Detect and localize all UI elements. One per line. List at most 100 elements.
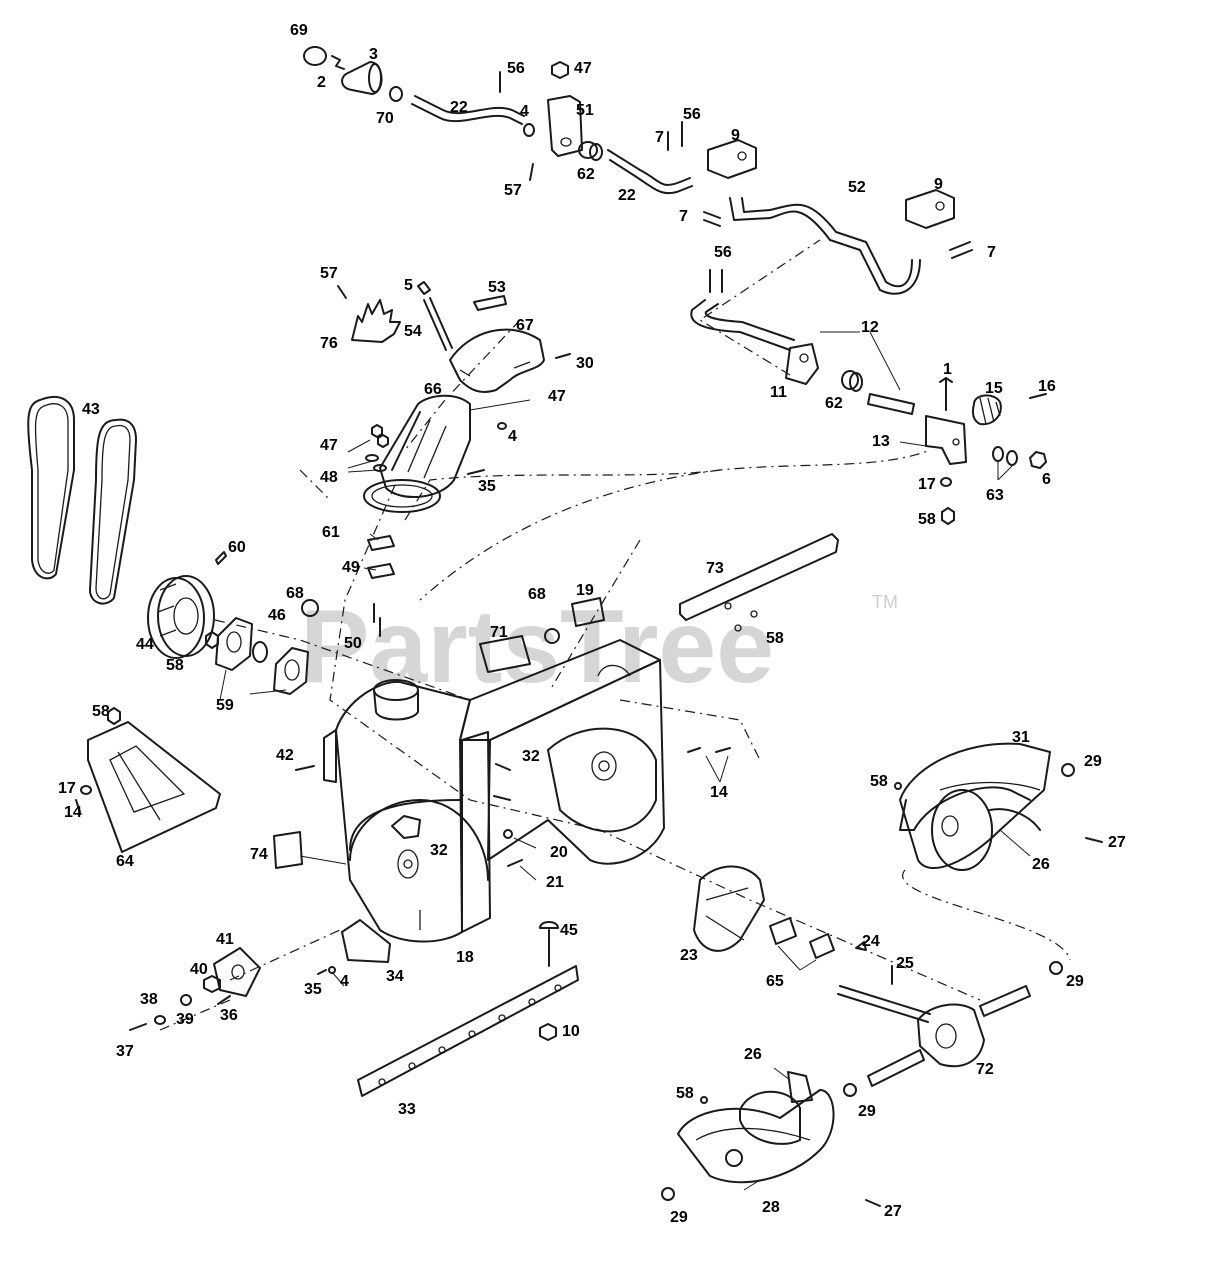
callout-60: 60 (228, 539, 246, 556)
decal-74 (273, 831, 303, 869)
leader-lines (219, 331, 1031, 1191)
callout-12: 12 (861, 319, 879, 336)
callout-66: 66 (424, 381, 442, 398)
callout-13: 13 (872, 433, 890, 450)
callout-25: 25 (896, 955, 914, 972)
callout-62: 62 (577, 166, 595, 183)
callout-54: 54 (404, 323, 422, 340)
callout-2: 2 (317, 74, 326, 91)
callout-26: 26 (1032, 856, 1050, 873)
callout-4: 4 (520, 103, 529, 120)
callout-34: 34 (386, 968, 404, 985)
callout-68: 68 (528, 586, 546, 603)
knob-3 (341, 61, 383, 95)
callout-56: 56 (683, 106, 701, 123)
callout-29: 29 (1066, 973, 1084, 990)
callout-4: 4 (340, 973, 349, 990)
callout-38: 38 (140, 991, 158, 1008)
callout-29: 29 (670, 1209, 688, 1226)
callout-74: 74 (250, 846, 268, 863)
callout-29: 29 (1084, 753, 1102, 770)
assembly-lines (159, 239, 1071, 1031)
callout-6: 6 (1042, 471, 1051, 488)
callout-57: 57 (504, 182, 522, 199)
callout-67: 67 (516, 317, 534, 334)
callout-59: 59 (216, 697, 234, 714)
decal-71 (479, 635, 531, 673)
bracket-13 (925, 415, 967, 465)
callout-46: 46 (268, 607, 286, 624)
auger-housing (295, 639, 731, 943)
callout-48: 48 (320, 469, 338, 486)
belts-pulley (27, 395, 319, 695)
belt-43a (27, 395, 75, 580)
callout-35: 35 (304, 981, 322, 998)
control-rod-assembly (303, 46, 1047, 525)
callout-22: 22 (618, 187, 636, 204)
rod-22-lower (607, 149, 691, 186)
rail-decals (479, 533, 839, 673)
decal-19 (571, 597, 605, 627)
callout-32: 32 (430, 842, 448, 859)
callout-36: 36 (220, 1007, 238, 1024)
callout-62: 62 (825, 395, 843, 412)
auger-left (677, 1071, 881, 1207)
callout-72: 72 (976, 1061, 994, 1078)
callout-37: 37 (116, 1043, 134, 1060)
callout-3: 3 (369, 46, 378, 63)
rod-12 (690, 299, 791, 351)
callout-57: 57 (320, 265, 338, 282)
chute-deflector-67 (449, 328, 545, 393)
bracket-11 (785, 343, 819, 385)
callout-53: 53 (488, 279, 506, 296)
scraper-bar-33 (357, 921, 579, 1097)
callout-9: 9 (934, 176, 943, 193)
callout-52: 52 (848, 179, 866, 196)
chute-66 (379, 394, 471, 498)
auger-31 (899, 742, 1051, 870)
callout-58: 58 (918, 511, 936, 528)
callout-76: 76 (320, 335, 338, 352)
callout-31: 31 (1012, 729, 1030, 746)
callout-17: 17 (58, 780, 76, 797)
callout-33: 33 (398, 1101, 416, 1118)
callout-58: 58 (870, 773, 888, 790)
watermark-text: PartsTree (300, 589, 774, 705)
block-9b (905, 189, 955, 229)
rod-22-upper (411, 103, 523, 125)
rod-52 (729, 197, 921, 295)
callout-28: 28 (762, 1199, 780, 1216)
callout-4: 4 (508, 428, 517, 445)
callout-22: 22 (450, 99, 468, 116)
callout-50: 50 (344, 635, 362, 652)
watermark-trademark: TM (872, 592, 898, 612)
rail-73 (679, 533, 839, 621)
callout-47: 47 (574, 60, 592, 77)
flange-59a (215, 617, 253, 671)
skid-shoe-64 (75, 707, 221, 853)
callout-41: 41 (216, 931, 234, 948)
callout-20: 20 (550, 844, 568, 861)
callout-24: 24 (862, 933, 880, 950)
callout-68: 68 (286, 585, 304, 602)
callout-58: 58 (766, 630, 784, 647)
impeller-23 (693, 865, 765, 952)
housing-18 (335, 680, 471, 943)
callout-19: 19 (576, 582, 594, 599)
callout-44: 44 (136, 636, 154, 653)
callout-40: 40 (190, 961, 208, 978)
callout-9: 9 (731, 127, 740, 144)
callout-14: 14 (710, 784, 728, 801)
callout-63: 63 (986, 487, 1004, 504)
callout-16: 16 (1038, 378, 1056, 395)
callout-17: 17 (918, 476, 936, 493)
cap-69 (303, 46, 327, 66)
callout-45: 45 (560, 922, 578, 939)
callout-1: 1 (943, 361, 952, 378)
gearbox-72 (917, 1003, 985, 1068)
callout-29: 29 (858, 1103, 876, 1120)
callout-10: 10 (562, 1023, 580, 1040)
pulley-44 (147, 577, 205, 659)
auger-28 (677, 1089, 835, 1184)
